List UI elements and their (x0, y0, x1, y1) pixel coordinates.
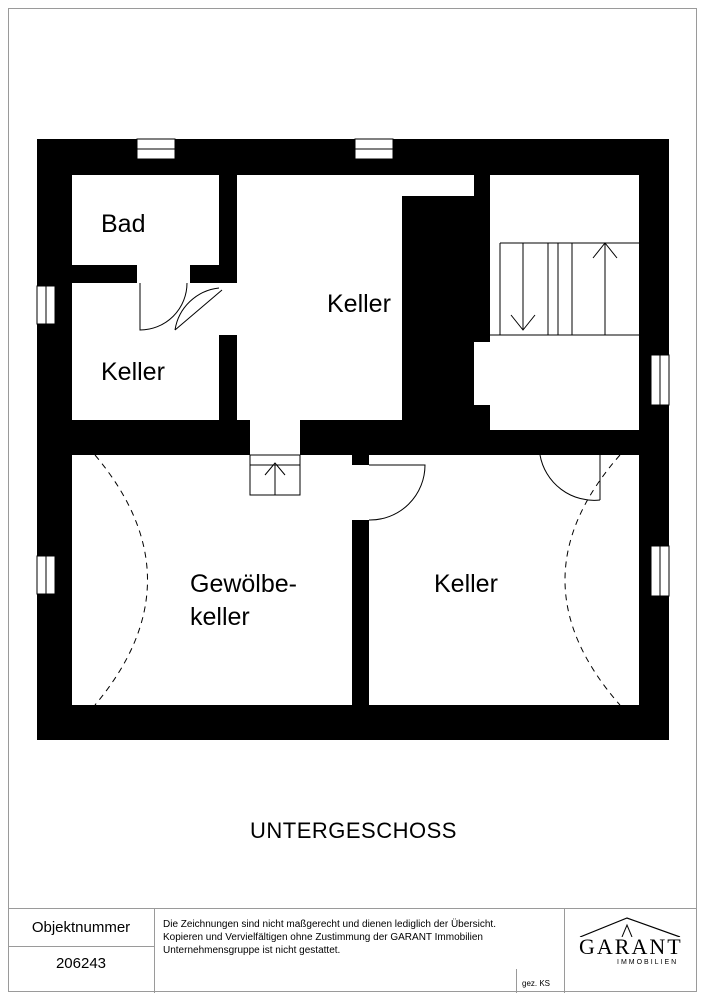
room-label-keller-right: Keller (434, 570, 498, 598)
wall-lower-divider-top (352, 455, 369, 465)
wall-mid-center (300, 420, 490, 455)
small-stair (249, 454, 301, 496)
door-center-keller (417, 344, 474, 393)
wall-mid-left (72, 420, 250, 455)
wall-mid-right (490, 430, 540, 455)
floor-title: UNTERGESCHOSS (250, 818, 457, 843)
wall-lower-divider (352, 520, 369, 705)
drawn-by: gez. KS (522, 979, 551, 988)
wall-left-center (219, 175, 237, 266)
room-label-keller-small: Keller (101, 358, 165, 386)
logo: GARANT IMMOBILIEN (564, 909, 697, 993)
logo-roof-icon (579, 917, 681, 937)
windows (36, 138, 670, 597)
wall-bad-keller (72, 265, 137, 283)
logo-wordmark: GARANT (579, 934, 683, 959)
door-right-keller (539, 454, 601, 501)
doors (139, 282, 601, 521)
stairs (490, 242, 639, 336)
room-label-bad: Bad (101, 210, 145, 238)
vault-curves (94, 454, 621, 706)
stair-room (474, 175, 639, 430)
disclaimer: Die Zeichnungen sind nicht maßgerecht un… (163, 918, 563, 957)
footer: Objektnummer 206243 Die Zeichnungen sind… (8, 908, 697, 993)
room-label-keller-center: Keller (327, 290, 391, 318)
door-small-keller (174, 287, 223, 331)
drawn-by-divider (516, 969, 517, 993)
wall-left-center-lower (219, 335, 237, 420)
disclaimer-line: Kopieren und Vervielfältigen ohne Zustim… (163, 932, 483, 943)
wall-mid-right2 (600, 430, 639, 455)
door-bad (139, 282, 188, 331)
disclaimer-line: Unternehmensgruppe ist nicht gestattet. (163, 945, 341, 956)
object-box: Objektnummer 206243 (8, 909, 155, 993)
room-label-gewoelbe-1: Gewölbe- (190, 570, 297, 598)
disclaimer-line: Die Zeichnungen sind nicht maßgerecht un… (163, 919, 496, 930)
room-label-gewoelbe-2: keller (190, 603, 250, 631)
wall-right-inner (639, 330, 651, 455)
wall-bad-keller-right (190, 265, 237, 283)
wall-center-stair (474, 175, 490, 342)
object-label: Objektnummer (8, 909, 154, 947)
floor-plan: Bad Keller Keller Gewölbe- keller Keller (36, 138, 670, 740)
door-lower-divider (368, 464, 426, 521)
page-frame (8, 8, 697, 992)
object-number: 206243 (55, 955, 107, 972)
logo-subtitle: IMMOBILIEN (617, 959, 679, 966)
